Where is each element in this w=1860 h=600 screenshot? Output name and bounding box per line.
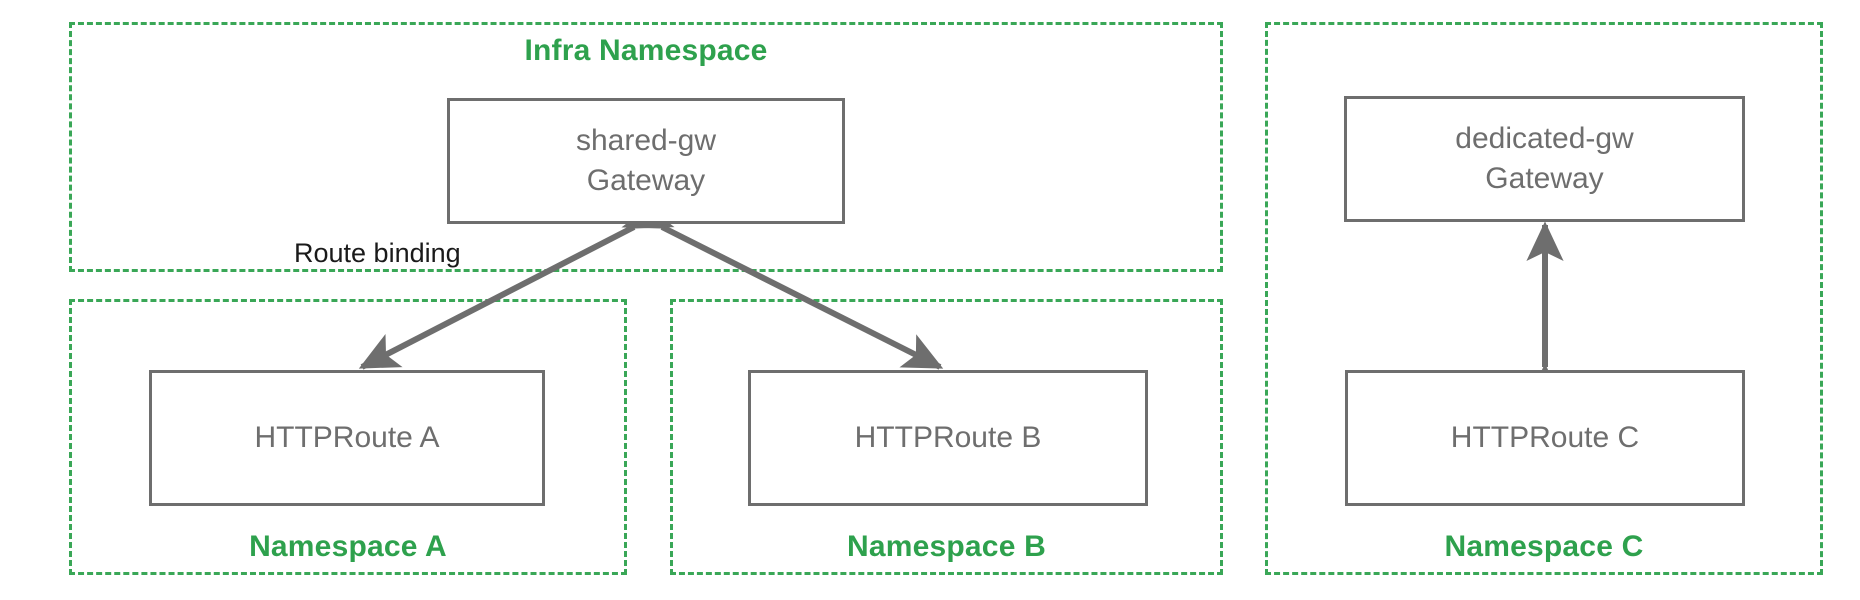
- node-shared-gw-gateway-line1: shared-gw: [575, 124, 717, 158]
- edge-label-route-binding: Route binding: [294, 238, 461, 268]
- node-httproute-a-label: HTTPRoute A: [254, 421, 440, 455]
- namespace-box-a: [69, 299, 627, 575]
- node-httproute-c[interactable]: HTTPRoute C: [1345, 370, 1745, 506]
- node-httproute-c-label: HTTPRoute C: [1450, 421, 1640, 455]
- namespace-label-infra: Infra Namespace: [524, 34, 768, 67]
- node-httproute-b[interactable]: HTTPRoute B: [748, 370, 1148, 506]
- namespace-label-a: Namespace A: [249, 530, 447, 563]
- node-httproute-a[interactable]: HTTPRoute A: [149, 370, 545, 506]
- namespace-box-b: [670, 299, 1223, 575]
- node-dedicated-gw-gateway-line1: dedicated-gw: [1455, 122, 1634, 156]
- node-dedicated-gw-gateway[interactable]: dedicated-gw Gateway: [1344, 96, 1745, 222]
- namespace-box-c: [1265, 22, 1823, 575]
- node-shared-gw-gateway-line2: Gateway: [586, 164, 706, 197]
- namespace-label-b: Namespace B: [847, 530, 1046, 563]
- node-shared-gw-gateway[interactable]: shared-gw Gateway: [447, 98, 845, 224]
- namespace-label-c: Namespace C: [1444, 530, 1644, 563]
- node-httproute-b-label: HTTPRoute B: [854, 421, 1042, 455]
- node-dedicated-gw-gateway-line2: Gateway: [1485, 162, 1604, 195]
